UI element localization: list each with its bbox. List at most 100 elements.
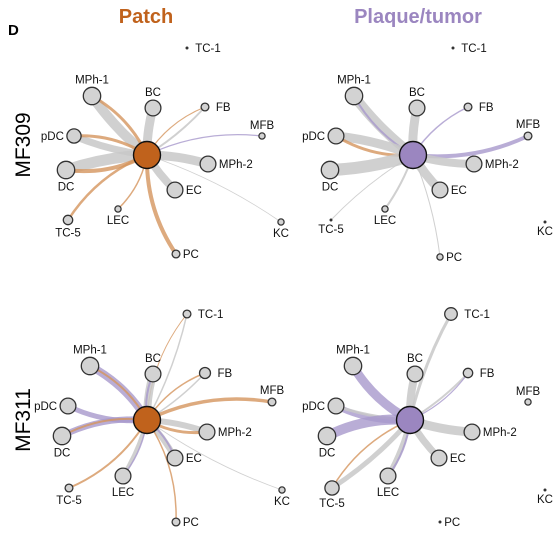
- node-circle: [543, 488, 547, 492]
- node-mph-2: MPh-2: [465, 155, 519, 173]
- node-circle: [438, 520, 442, 524]
- node-tc-1: TC-1: [182, 309, 224, 321]
- node-label: LEC: [107, 215, 129, 227]
- node-fb: FB: [463, 102, 494, 114]
- node-ec: EC: [166, 449, 202, 467]
- node-lec: LEC: [112, 467, 134, 499]
- node-circle: [317, 426, 337, 446]
- node-mfb: MFB: [516, 386, 540, 406]
- node-ec: EC: [430, 449, 466, 467]
- node-circle: [171, 517, 181, 527]
- node-label: FB: [480, 368, 495, 380]
- node-label: MFB: [260, 385, 285, 397]
- edge-kc-grey: [146, 419, 283, 491]
- node-circle: [182, 309, 192, 319]
- node-label: LEC: [377, 487, 399, 499]
- edge-kc-grey: [146, 154, 282, 223]
- node-kc: KC: [537, 488, 553, 506]
- node-mfb: MFB: [516, 119, 541, 141]
- node-circle: [430, 449, 448, 467]
- node-label: PC: [444, 517, 460, 529]
- node-circle: [52, 426, 72, 446]
- node-kc: KC: [274, 486, 290, 508]
- node-ec: EC: [431, 181, 467, 199]
- node-label: MFB: [516, 119, 541, 131]
- node-label: PC: [183, 517, 199, 529]
- node-label: TC-1: [198, 309, 224, 321]
- node-tc-5: TC-5: [319, 480, 345, 510]
- edges: [324, 91, 530, 258]
- node-label: TC-5: [56, 495, 82, 507]
- hub-node: [132, 140, 162, 170]
- node-label: MPh-2: [483, 427, 517, 439]
- node-pdc: pDC: [41, 128, 82, 144]
- node-circle: [64, 483, 74, 493]
- node-circle: [171, 249, 181, 259]
- node-label: MPh-2: [485, 159, 519, 171]
- node-circle: [381, 205, 389, 213]
- node-pc: PC: [171, 517, 199, 529]
- node-circle: [320, 160, 340, 180]
- node-pc: PC: [436, 252, 462, 264]
- node-label: KC: [537, 226, 553, 238]
- node-label: DC: [322, 182, 339, 194]
- node-circle: [462, 367, 474, 379]
- node-circle: [66, 128, 82, 144]
- node-label: MPh-1: [336, 344, 370, 356]
- node-label: TC-5: [319, 498, 345, 510]
- node-tc-5: TC-5: [55, 214, 81, 240]
- node-label: FB: [479, 102, 494, 114]
- node-label: KC: [273, 228, 289, 240]
- node-mfb: MFB: [250, 120, 274, 140]
- node-circle: [324, 480, 340, 496]
- node-label: BC: [145, 87, 161, 99]
- node-pdc: pDC: [34, 397, 77, 415]
- node-pdc: pDC: [302, 397, 345, 415]
- node-circle: [62, 214, 74, 226]
- node-label: pDC: [302, 131, 325, 143]
- node-mph-2: MPh-2: [198, 423, 252, 441]
- node-circle: [406, 365, 424, 383]
- node-bc: BC: [406, 353, 424, 383]
- node-bc: BC: [408, 87, 426, 117]
- node-mph-2: MPh-2: [199, 155, 253, 173]
- node-circle: [277, 218, 285, 226]
- node-label: KC: [274, 496, 290, 508]
- row-title-mf309: MF309: [12, 112, 35, 177]
- node-tc-5: TC-5: [56, 483, 82, 507]
- node-label: TC-5: [55, 228, 81, 240]
- node-circle: [523, 131, 533, 141]
- node-circle: [465, 155, 483, 173]
- node-label: MPh-2: [219, 159, 253, 171]
- node-circle: [436, 253, 444, 261]
- node-label: MPh-1: [73, 344, 107, 356]
- node-kc: KC: [273, 218, 289, 240]
- node-label: LEC: [112, 487, 134, 499]
- node-circle: [198, 423, 216, 441]
- node-label: pDC: [34, 401, 57, 413]
- node-label: BC: [407, 353, 423, 365]
- node-circle: [343, 356, 363, 376]
- node-fb: FB: [200, 102, 231, 114]
- node-lec: LEC: [107, 205, 129, 227]
- node-circle: [185, 46, 189, 50]
- hub-node: [132, 405, 162, 435]
- node-circle: [431, 181, 449, 199]
- node-label: DC: [54, 448, 71, 460]
- node-mph-2: MPh-2: [463, 423, 517, 441]
- node-label: MPh-2: [218, 427, 252, 439]
- node-label: FB: [216, 102, 231, 114]
- node-circle: [267, 397, 277, 407]
- node-circle: [198, 366, 212, 380]
- node-ec: EC: [166, 181, 202, 199]
- node-circle: [344, 86, 364, 106]
- node-label: DC: [58, 182, 75, 194]
- column-title-patch: Patch: [119, 6, 173, 28]
- node-label: PC: [183, 249, 199, 261]
- node-label: KC: [537, 494, 553, 506]
- node-circle: [144, 99, 162, 117]
